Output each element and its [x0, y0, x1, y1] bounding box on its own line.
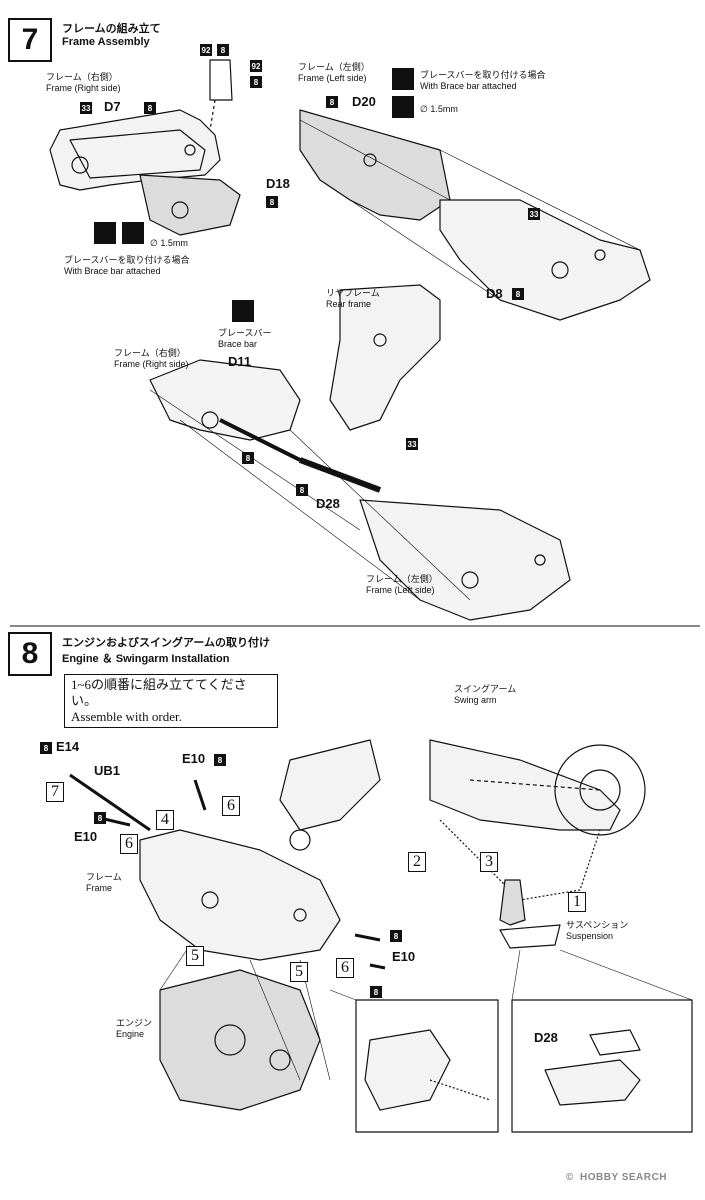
step-7-number: 7	[8, 18, 52, 62]
part-d8-label: D8	[486, 286, 503, 301]
suspension-label-jp: サスペンション	[566, 920, 629, 930]
part-d28-label-a: D28	[316, 496, 340, 511]
tag-8-a: 8	[144, 102, 156, 114]
brace-attached-en-a: With Brace bar attached	[64, 266, 161, 276]
tag-8-f: 8	[512, 288, 524, 300]
order-7: 7	[46, 782, 64, 802]
tag-92-a: 92	[200, 44, 212, 56]
drill-size-b: ∅ 1.5mm	[420, 104, 458, 114]
brace-bar-icon-b	[392, 68, 414, 90]
order-4: 4	[156, 810, 174, 830]
swingarm-label-jp: スイングアーム	[454, 684, 517, 694]
brace-bar-icon-c	[232, 300, 254, 322]
order-1: 1	[568, 892, 586, 912]
swingarm-label-en: Swing arm	[454, 695, 497, 705]
part-d20-label: D20	[352, 94, 376, 109]
step-7-title-en: Frame Assembly	[62, 36, 150, 48]
assembly-order-note: 1~6の順番に組み立ててください。 Assemble with order.	[64, 674, 278, 728]
tag-8-h: 8	[296, 484, 308, 496]
drill-icon-b	[392, 96, 414, 118]
frame-right-label-jp-b: フレーム（右側）	[114, 348, 186, 358]
tag-8-b: 8	[217, 44, 229, 56]
part-d18-label: D18	[266, 176, 290, 191]
copyright-mark: ©	[566, 1172, 574, 1183]
part-e10-label-b: E10	[74, 829, 98, 844]
part-e14-label: E14	[56, 739, 80, 754]
tag-8-k: 8	[94, 812, 106, 824]
rear-frame-label-jp: リヤフレーム	[326, 288, 380, 298]
engine-label-en: Engine	[116, 1029, 145, 1039]
order-6-a: 6	[222, 796, 240, 816]
order-5-a: 5	[186, 946, 204, 966]
tag-8-j: 8	[214, 754, 226, 766]
tag-33-a: 33	[80, 102, 92, 114]
step-7-title-jp: フレームの組み立て	[62, 23, 161, 35]
step-8-title-jp: エンジンおよびスイングアームの取り付け	[62, 637, 271, 649]
tag-8-c: 8	[250, 76, 262, 88]
suspension-label-en: Suspension	[566, 931, 614, 941]
step-8-number: 8	[8, 632, 52, 676]
brace-attached-en-b: With Brace bar attached	[420, 81, 517, 91]
part-e10-label-a: E10	[182, 751, 206, 766]
frame-label-jp: フレーム	[86, 872, 122, 882]
brace-bar-label-jp: ブレースバー	[218, 328, 272, 338]
frame-right-label-en: Frame (Right side)	[46, 83, 121, 93]
engine-label-jp: エンジン	[116, 1018, 153, 1028]
frame-left-label-en-a: Frame (Left side)	[298, 73, 367, 83]
part-d7-label: D7	[104, 99, 121, 114]
frame-right-label-en-b: Frame (Right side)	[114, 359, 189, 369]
tag-8-e: 8	[326, 96, 338, 108]
frame-label-en: Frame	[86, 883, 113, 893]
part-e10-label-c: E10	[392, 949, 416, 964]
tag-92-b: 92	[250, 60, 262, 72]
brace-attached-jp-b: ブレースバーを取り付ける場合	[420, 70, 546, 80]
brace-bar-label-en: Brace bar	[218, 339, 258, 349]
brace-attached-jp-a: ブレースバーを取り付ける場合	[64, 255, 190, 265]
order-5-b: 5	[290, 962, 308, 982]
assembly-order-note-en: Assemble with order.	[71, 709, 182, 724]
hobby-search-watermark: HOBBY SEARCH	[580, 1172, 667, 1183]
frame-right-label-jp: フレーム（右側）	[46, 72, 118, 82]
tag-8-d: 8	[266, 196, 278, 208]
step-8-title-en: Engine ＆ Swingarm Installation	[62, 653, 230, 665]
frame-left-label-en-b: Frame (Left side)	[366, 585, 435, 595]
order-3: 3	[480, 852, 498, 872]
order-2: 2	[408, 852, 426, 872]
part-ub1-label: UB1	[94, 763, 121, 778]
tag-8-l: 8	[390, 930, 402, 942]
part-d28-label-b: D28	[534, 1030, 558, 1045]
assembly-order-note-jp: 1~6の順番に組み立ててください。	[71, 677, 247, 708]
tag-33-c: 33	[406, 438, 418, 450]
frame-left-label-jp-b: フレーム（左側）	[366, 574, 438, 584]
tag-8-g: 8	[242, 452, 254, 464]
brace-bar-icon-a	[94, 222, 116, 244]
tag-33-b: 33	[528, 208, 540, 220]
drill-size-a: ∅ 1.5mm	[150, 238, 188, 248]
order-6-c: 6	[336, 958, 354, 978]
order-6-b: 6	[120, 834, 138, 854]
tag-8-i: 8	[40, 742, 52, 754]
drill-icon-a	[122, 222, 144, 244]
part-d11-label: D11	[228, 354, 252, 369]
frame-left-label-jp-a: フレーム（左側）	[298, 62, 370, 72]
rear-frame-label-en: Rear frame	[326, 299, 372, 309]
tag-8-m: 8	[370, 986, 382, 998]
